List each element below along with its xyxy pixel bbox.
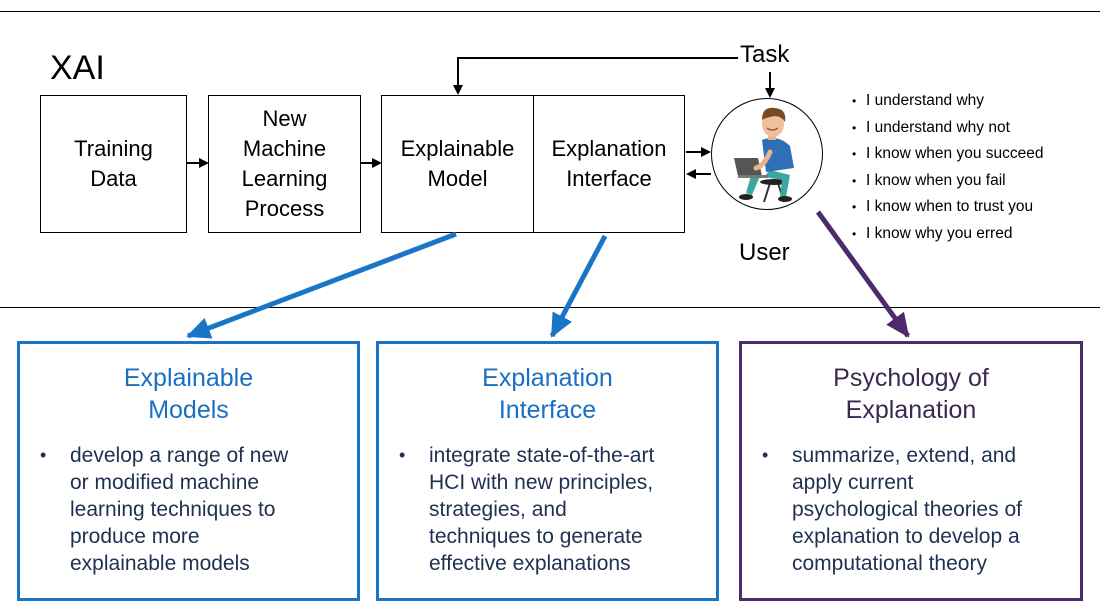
top-rule xyxy=(0,11,1100,12)
explainable-models-panel: Explainable Models • develop a range of … xyxy=(17,341,360,601)
explanation-interface-panel: Explanation Interface • integrate state-… xyxy=(376,341,719,601)
arrow-model-to-panel xyxy=(186,231,457,339)
list-item: •I understand why not xyxy=(852,118,1010,136)
explainable-model-box: Explainable Model xyxy=(381,95,534,233)
bullet-marker: • xyxy=(40,445,47,465)
user-label: User xyxy=(739,239,790,266)
list-item: •I know when to trust you xyxy=(852,198,1034,215)
list-item: •I know why you erred xyxy=(852,224,1013,242)
task-label: Task xyxy=(740,41,790,68)
training-data-box: Training Data xyxy=(40,95,187,233)
middle-rule xyxy=(0,307,1100,308)
bullet-marker: • xyxy=(762,445,769,465)
list-item: •I know when you fail xyxy=(852,171,1006,189)
task-feedback-arrow xyxy=(453,57,738,95)
user-circle xyxy=(711,98,823,210)
panel-title: Explainable Models xyxy=(123,364,254,424)
arrow-interface-to-panel xyxy=(549,234,608,338)
diagram-title: XAI xyxy=(50,49,105,87)
list-item: •I know when you succeed xyxy=(852,145,1044,162)
panel-title: Psychology of Explanation xyxy=(833,364,989,424)
panel-description: summarize, extend, and apply current psy… xyxy=(792,444,1022,575)
bullet-marker: • xyxy=(399,445,406,465)
explanation-interface-box: Explanation Interface xyxy=(533,95,685,233)
panel-description: integrate state-of-the-art HCI with new … xyxy=(429,444,655,575)
ml-process-box: New Machine Learning Process xyxy=(208,95,361,233)
user-statement-list: •I understand why •I understand why not … xyxy=(852,88,1044,247)
psychology-of-explanation-panel: Psychology of Explanation • summarize, e… xyxy=(739,341,1083,601)
panel-title: Explanation Interface xyxy=(482,364,613,424)
list-item: •I understand why xyxy=(852,92,985,109)
panel-description: develop a range of new or modified machi… xyxy=(70,444,289,575)
